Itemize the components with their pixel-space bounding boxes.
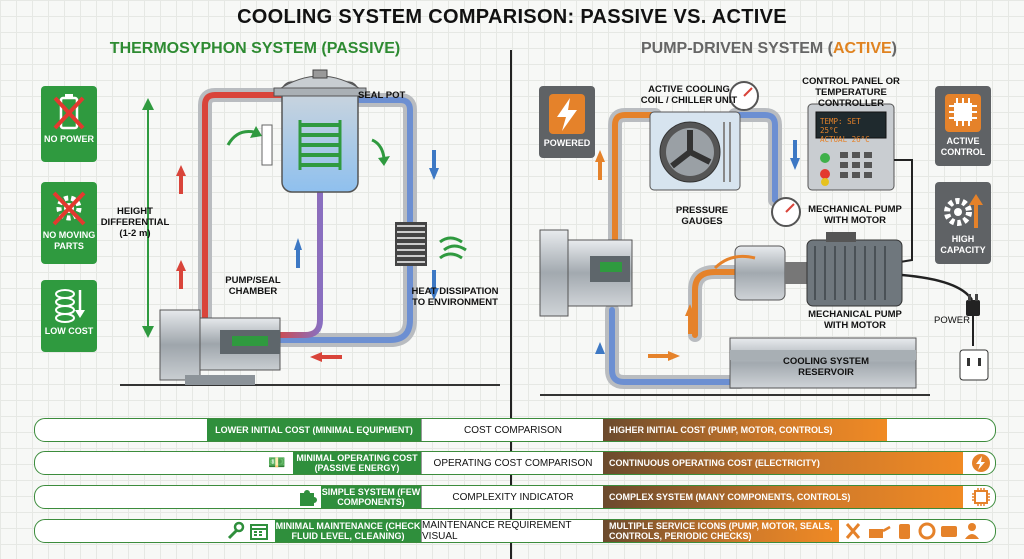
pump-casing-left (539, 229, 633, 317)
temp-actual-readout: ACTUAL 26°C (820, 135, 870, 144)
complexity-passive-bar: SIMPLE SYSTEM (FEW COMPONENTS) (321, 486, 421, 508)
no-moving-parts-badge: NO MOVING PARTS (41, 182, 97, 264)
seal-pot-label: SEAL POT (358, 90, 406, 101)
gear-arrow-icon (944, 194, 983, 228)
money-stack-icon: 💵 (268, 454, 286, 470)
maintenance-row: MINIMAL MAINTENANCE (CHECK FLUID LEVEL, … (34, 519, 996, 543)
reservoir-label: COOLING SYSTEM RESERVOIR (782, 356, 870, 378)
tools-icon (845, 523, 861, 539)
complexity-row: SIMPLE SYSTEM (FEW COMPONENTS) COMPLEXIT… (34, 485, 996, 509)
cooling-coil (300, 123, 340, 167)
no-power-label: NO POWER (43, 134, 94, 144)
lightning-icon (972, 454, 990, 472)
thermosyphon-diagram (120, 69, 500, 386)
calendar-icon (250, 524, 268, 540)
page-title: COOLING SYSTEM COMPARISON: PASSIVE VS. A… (237, 6, 787, 28)
heat-dissipation-label: HEAT DISSIPATION TO ENVIRONMENT (411, 286, 499, 308)
maintenance-requirement-label: MAINTENANCE REQUIREMENT VISUAL (421, 520, 605, 542)
service-icons (845, 522, 979, 540)
active-title-end: ) (891, 40, 897, 57)
seal-ring-icon (918, 522, 936, 540)
low-cost-label: LOW COST (44, 326, 94, 336)
control-panel-label: CONTROL PANEL OR TEMPERATURE CONTROLLER (802, 76, 900, 109)
complexity-indicator-label: COMPLEXITY INDICATOR (421, 486, 605, 508)
microchip-icon (945, 94, 981, 132)
temperature-display: TEMP: SET 25°C ACTUAL 26°C (820, 117, 882, 144)
wall-outlet (959, 349, 989, 381)
cold-pipe-active (732, 112, 778, 203)
battery-crossed-icon (53, 94, 85, 130)
high-capacity-label: HIGH CAPACITY (940, 234, 986, 255)
active-control-label: ACTIVE CONTROL (940, 136, 986, 157)
airflow-icon (439, 236, 467, 260)
section-divider (510, 50, 512, 559)
no-moving-parts-label: NO MOVING PARTS (42, 230, 96, 251)
circuit-chip-icon (972, 488, 990, 506)
heat-dissipation-fins (395, 222, 427, 266)
operating-cost-label: OPERATING COST COMPARISON (421, 452, 605, 474)
coins-icon (55, 289, 85, 323)
operating-cost-row: 💵 MINIMAL OPERATING COST (PASSIVE ENERGY… (34, 451, 996, 475)
cost-passive-bar: LOWER INITIAL COST (MINIMAL EQUIPMENT) (207, 419, 421, 441)
operating-active-bar: CONTINUOUS OPERATING COST (ELECTRICITY) (603, 452, 963, 474)
no-power-badge: NO POWER (41, 86, 97, 162)
motor-icon (941, 526, 957, 537)
inner-loop-pipe (270, 190, 323, 338)
lightning-bolt-icon (549, 94, 585, 134)
chiller-unit-label: ACTIVE COOLING COIL / CHILLER UNIT (640, 84, 738, 106)
technician-icon (965, 523, 979, 539)
low-cost-badge: LOW COST (41, 280, 97, 352)
pump-motor-label-top: MECHANICAL PUMP WITH MOTOR (808, 204, 902, 226)
flow-arrows-hot (176, 165, 342, 362)
cost-comparison-label: COST COMPARISON (421, 419, 605, 441)
power-label: POWER (934, 315, 970, 326)
passive-section-title: THERMOSYPHON SYSTEM (PASSIVE) (109, 40, 401, 57)
cost-comparison-row: LOWER INITIAL COST (MINIMAL EQUIPMENT) C… (34, 418, 996, 442)
pump-seal-chamber (159, 309, 281, 385)
height-differential-label: HEIGHT DIFFERENTIAL (1-2 m) (100, 206, 170, 239)
active-title-highlight: ACTIVE (833, 40, 892, 57)
pressure-gauge-mid (771, 197, 801, 227)
powered-label: POWERED (543, 138, 591, 148)
pressure-gauges-label: PRESSURE GAUGES (675, 205, 729, 227)
power-cord (901, 273, 974, 301)
maintenance-active-bar: MULTIPLE SERVICE ICONS (PUMP, MOTOR, SEA… (603, 520, 839, 542)
complexity-active-bar: COMPLEX SYSTEM (MANY COMPONENTS, CONTROL… (603, 486, 963, 508)
pump-motor-label-bottom: MECHANICAL PUMP WITH MOTOR (808, 309, 902, 331)
puzzle-piece-icon (300, 490, 317, 506)
active-control-badge: ACTIVE CONTROL (935, 86, 991, 166)
chiller-unit (649, 111, 741, 191)
wrench-icon (227, 521, 245, 540)
maintenance-passive-bar: MINIMAL MAINTENANCE (CHECK FLUID LEVEL, … (275, 520, 421, 542)
hot-pipe-active (612, 112, 658, 243)
filter-icon (899, 524, 910, 539)
gear-crossed-icon (52, 191, 86, 226)
active-title-main: PUMP-DRIVEN SYSTEM ( (640, 40, 833, 57)
powered-badge: POWERED (539, 86, 595, 158)
flow-arrows-active-cold (595, 140, 800, 354)
high-capacity-badge: HIGH CAPACITY (935, 182, 991, 264)
cost-active-bar: HIGHER INITIAL COST (PUMP, MOTOR, CONTRO… (603, 419, 887, 441)
operating-passive-bar: MINIMAL OPERATING COST (PASSIVE ENERGY) (293, 452, 421, 474)
mechanical-pump-motor (734, 232, 903, 307)
pump-seal-chamber-label: PUMP/SEAL CHAMBER (225, 275, 281, 297)
flow-arrows-active-hot (595, 150, 756, 361)
oil-can-icon (869, 525, 891, 538)
temp-set-readout: TEMP: SET 25°C (820, 117, 861, 135)
active-section-title: PUMP-DRIVEN SYSTEM (ACTIVE) (514, 40, 1024, 58)
flow-arrows-cold (294, 150, 439, 300)
